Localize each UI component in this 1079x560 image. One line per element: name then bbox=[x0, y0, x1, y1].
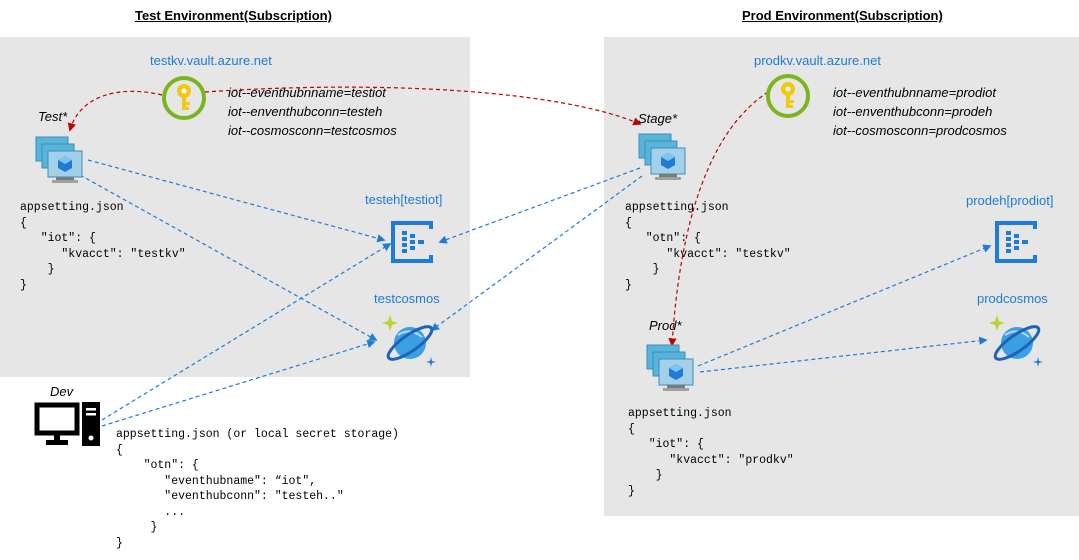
prod-vm-to-eventhub-link bbox=[697, 244, 992, 367]
dev-appsetting-code: appsetting.json (or local secret storage… bbox=[116, 428, 399, 550]
prod-environment-panel bbox=[604, 37, 1079, 516]
test-eventhub-label: testeh[testiot] bbox=[365, 192, 443, 207]
prod-vm-to-cosmos-link bbox=[699, 336, 988, 373]
test-vm-to-cosmos-link bbox=[79, 174, 378, 341]
event-hub-icon bbox=[391, 221, 433, 263]
test-kv-to-test-vm-link bbox=[67, 90, 163, 132]
cosmos-db-icon bbox=[382, 315, 436, 367]
cosmos-db-icon bbox=[989, 315, 1043, 367]
prod-secret-3: iot--cosmosconn=prodcosmos bbox=[833, 123, 1007, 138]
prod-cosmos-label: prodcosmos bbox=[977, 291, 1048, 306]
test-environment-title: Test Environment(Subscription) bbox=[135, 8, 332, 23]
virtual-machine-icon bbox=[638, 133, 686, 180]
prod-secret-2: iot--enventhubconn=prodeh bbox=[833, 104, 993, 119]
dev-to-test-eventhub-link bbox=[101, 243, 392, 421]
stage-vm-label: Stage* bbox=[638, 111, 678, 126]
prod-environment-title: Prod Environment(Subscription) bbox=[742, 8, 943, 23]
stage-appsetting-code: appsetting.json{ "otn": { "kvacct": "tes… bbox=[625, 201, 791, 292]
test-cosmos-label: testcosmos bbox=[374, 291, 440, 306]
prod-vm-label: Prod* bbox=[649, 318, 682, 333]
key-vault-icon bbox=[766, 74, 810, 118]
virtual-machine-icon bbox=[646, 344, 694, 391]
prod-secret-1: iot--eventhubnname=prodiot bbox=[833, 85, 996, 100]
prod-kv-to-prod-vm-link bbox=[668, 91, 769, 347]
test-secret-3: iot--cosmosconn=testcosmos bbox=[228, 123, 397, 138]
test-keyvault-name: testkv.vault.azure.net bbox=[150, 53, 272, 68]
test-appsetting-code: appsetting.json{ "iot": { "kvacct": "tes… bbox=[20, 201, 186, 292]
stage-vm-to-test-cosmos-link bbox=[430, 175, 643, 331]
event-hub-icon bbox=[995, 221, 1037, 263]
prod-eventhub-label: prodeh[prodiot] bbox=[966, 193, 1054, 208]
dev-to-test-cosmos-link bbox=[101, 339, 376, 427]
test-vm-label: Test* bbox=[38, 109, 68, 124]
key-vault-icon bbox=[162, 76, 206, 120]
prod-keyvault-name: prodkv.vault.azure.net bbox=[754, 53, 881, 68]
virtual-machine-icon bbox=[35, 136, 83, 183]
test-kv-to-stage-vm-link bbox=[204, 86, 642, 126]
test-secret-2: iot--enventhubconn=testeh bbox=[228, 104, 383, 119]
desktop-computer-icon bbox=[34, 402, 100, 446]
dev-label: Dev bbox=[50, 384, 74, 399]
stage-vm-to-test-eventhub-link bbox=[438, 167, 641, 244]
test-vm-to-eventhub-link bbox=[87, 159, 386, 243]
test-secret-1: iot--eventhubnname=testiot bbox=[228, 85, 386, 100]
prod-appsetting-code: appsetting.json{ "iot": { "kvacct": "pro… bbox=[628, 407, 794, 498]
